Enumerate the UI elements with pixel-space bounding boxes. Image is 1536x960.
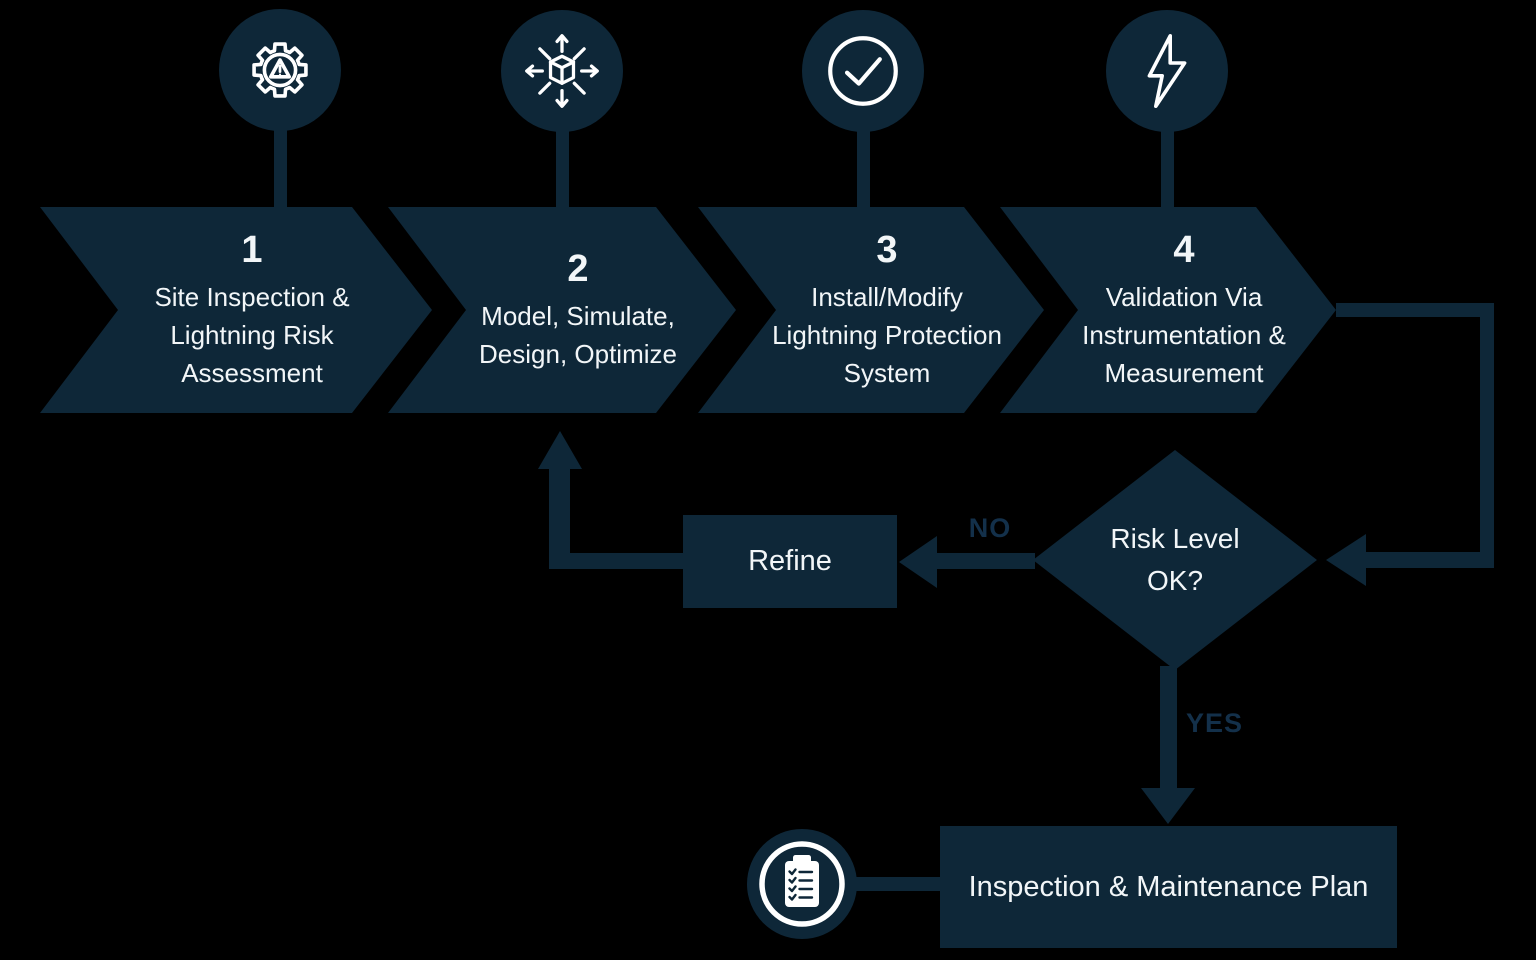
yes-branch-label: YES xyxy=(1186,708,1244,738)
step1-icon-stem xyxy=(274,126,287,210)
arrowhead-into-refine xyxy=(899,536,937,588)
step1-label-line1: Site Inspection & xyxy=(154,282,350,312)
connector-right-vertical xyxy=(1480,303,1494,568)
step-chevron-3: 3 Install/Modify Lightning Protection Sy… xyxy=(698,207,1044,413)
step3-label-line1: Install/Modify xyxy=(811,282,963,312)
check-circle-icon xyxy=(821,29,905,113)
plan-label: Inspection & Maintenance Plan xyxy=(968,870,1369,903)
step3-number: 3 xyxy=(876,229,898,271)
no-branch-line xyxy=(933,553,1035,569)
step-chevron-2: 2 Model, Simulate, Design, Optimize xyxy=(388,207,736,413)
cube-expand-icon xyxy=(521,30,603,112)
step3-icon-circle xyxy=(802,10,924,132)
clipboard-checklist-icon xyxy=(747,829,857,939)
decision-label-line2: OK? xyxy=(1146,565,1204,596)
refine-box: Refine xyxy=(683,515,897,608)
step1-label-line2: Lightning Risk xyxy=(170,320,334,350)
plan-box: Inspection & Maintenance Plan xyxy=(940,826,1397,948)
step2-label-line1: Model, Simulate, xyxy=(481,301,675,331)
plan-icon-connector-line xyxy=(855,877,941,891)
refine-up-vertical-line xyxy=(549,462,570,569)
decision-label-line1: Risk Level xyxy=(1110,523,1240,554)
arrowhead-into-plan xyxy=(1141,788,1195,824)
step4-number: 4 xyxy=(1173,229,1195,271)
step3-icon-stem xyxy=(857,127,870,210)
step1-icon-circle xyxy=(219,9,341,131)
step2-number: 2 xyxy=(567,248,589,290)
step3-label-line2: Lightning Protection xyxy=(772,320,1002,350)
step4-icon-stem xyxy=(1161,127,1174,210)
lightning-bolt-icon xyxy=(1127,31,1207,111)
step2-icon-circle xyxy=(501,10,623,132)
step4-label-line1: Validation Via xyxy=(1105,282,1263,312)
step-chevron-4: 4 Validation Via Instrumentation & Measu… xyxy=(1000,207,1336,413)
connector-to-diamond-horizontal xyxy=(1364,552,1494,568)
gear-alert-icon xyxy=(240,30,320,110)
step1-label-line3: Assessment xyxy=(181,358,323,388)
no-branch-label: NO xyxy=(968,513,1012,543)
step4-icon-circle xyxy=(1106,10,1228,132)
step4-label-line3: Measurement xyxy=(1104,358,1264,388)
step3-label-line3: System xyxy=(843,358,931,388)
refine-label: Refine xyxy=(748,545,832,577)
step2-icon-stem xyxy=(556,127,569,210)
connector-step4-right-horizontal xyxy=(1336,303,1494,317)
step4-label-line2: Instrumentation & xyxy=(1082,320,1286,350)
step-chevron-1: 1 Site Inspection & Lightning Risk Asses… xyxy=(40,207,432,413)
step1-number: 1 xyxy=(241,229,263,271)
decision-diamond: Risk Level OK? xyxy=(1033,450,1317,670)
refine-left-horizontal-line xyxy=(560,553,683,569)
yes-branch-line xyxy=(1160,666,1177,790)
arrowhead-into-diamond xyxy=(1326,534,1366,586)
plan-icon-circle xyxy=(747,829,857,939)
arrowhead-into-step2 xyxy=(538,431,582,469)
step2-label-line2: Design, Optimize xyxy=(479,339,677,369)
